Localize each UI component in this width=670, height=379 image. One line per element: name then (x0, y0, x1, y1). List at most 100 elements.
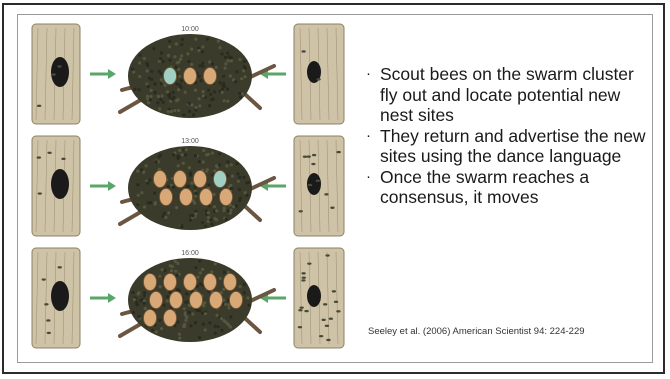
swarm-bee-dot (149, 95, 152, 98)
waggle-dancer-icon (204, 274, 217, 291)
swarm-bee-dot (132, 291, 135, 294)
swarm-bee-dot (132, 311, 135, 314)
scout-bee-icon (303, 156, 307, 158)
swarm-bee-dot (219, 46, 222, 49)
waggle-dancer-icon (204, 68, 217, 85)
swarm-bee-dot (223, 271, 226, 274)
swarm-bee-dot (150, 70, 153, 73)
swarm-bee-dot (146, 69, 149, 72)
swarm-bee-dot (194, 89, 197, 92)
swarm-bee-dot (151, 329, 154, 332)
swarm-bee-dot (153, 91, 156, 94)
swarm-bee-dot (187, 311, 190, 314)
swarm-bee-dot (229, 315, 232, 318)
bullet-text: Scout bees on the swarm cluster fly out … (380, 64, 634, 125)
swarm-bee-dot (174, 260, 177, 263)
waggle-dancer-icon (174, 171, 187, 188)
swarm-bee-dot (194, 195, 197, 198)
swarm-bee-dot (221, 91, 224, 94)
swarm-bee-dot (176, 157, 179, 160)
swarm-bee-dot (225, 164, 228, 167)
swarm-panel: 16:00 (32, 248, 344, 348)
swarm-bee-dot (230, 59, 233, 62)
swarm-bee-dot (176, 274, 179, 277)
swarm-bee-dot (188, 110, 191, 113)
swarm-bee-dot (240, 77, 243, 80)
swarm-bee-dot (225, 218, 228, 221)
swarm-bee-dot (168, 45, 171, 48)
swarm-bee-dot (190, 63, 193, 66)
scout-bee-icon (52, 73, 56, 75)
swarm-bee-dot (188, 102, 191, 105)
swarm-bee-dot (136, 170, 139, 173)
swarm-bee-dot (243, 65, 246, 68)
swarm-bee-dot (155, 330, 158, 333)
swarm-bee-dot (243, 75, 246, 78)
scout-bee-icon (301, 50, 305, 52)
nest-hole (51, 281, 69, 311)
swarm-bee-dot (231, 175, 234, 178)
waggle-dancer-icon (164, 310, 177, 327)
swarm-bee-dot (214, 262, 217, 265)
swarm-bee-dot (172, 96, 175, 99)
scout-bee-icon (304, 310, 308, 312)
swarm-bee-dot (172, 91, 175, 94)
swarm-bee-dot (239, 285, 242, 288)
swarm-bee-dot (235, 70, 238, 73)
swarm-bee-dot (223, 85, 226, 88)
swarm-bee-dot (167, 110, 170, 113)
swarm-bee-dot (160, 327, 163, 330)
swarm-bee-dot (190, 182, 193, 185)
swarm-bee-dot (182, 113, 185, 116)
swarm-bee-dot (201, 50, 204, 53)
waggle-dancer-icon (164, 274, 177, 291)
swarm-bee-dot (229, 184, 232, 187)
swarm-bee-dot (203, 301, 206, 304)
scout-bee-icon (326, 339, 330, 341)
swarm-bee-dot (180, 43, 183, 46)
swarm-bee-dot (153, 82, 156, 85)
swarm-bee-dot (148, 179, 151, 182)
scout-bee-icon (46, 319, 50, 321)
swarm-bee-dot (227, 59, 230, 62)
scout-bee-icon (321, 319, 325, 321)
swarm-bee-dot (169, 264, 172, 267)
swarm-bee-dot (159, 72, 162, 75)
swarm-bee-dot (166, 299, 169, 302)
nest-hole (51, 57, 69, 87)
swarm-bee-dot (169, 59, 172, 62)
swarm-bee-dot (177, 88, 180, 91)
scout-bee-icon (302, 277, 306, 279)
swarm-bee-dot (137, 194, 140, 197)
swarm-bee-dot (234, 80, 237, 83)
swarm-bee-dot (226, 160, 229, 163)
swarm-bee-dot (207, 89, 210, 92)
swarm-bee-dot (177, 164, 180, 167)
scout-bee-icon (47, 332, 51, 334)
swarm-bee-dot (219, 277, 222, 280)
swarm-bee-dot (222, 82, 225, 85)
swarm-bee-dot (136, 183, 139, 186)
swarm-bee-dot (222, 75, 225, 78)
swarm-bee-dot (131, 68, 134, 71)
swarm-bee-dot (176, 61, 179, 64)
scout-bee-icon (308, 184, 312, 186)
swarm-bee-dot (184, 153, 187, 156)
swarm-bee-dot (202, 160, 205, 163)
citation: Seeley et al. (2006) American Scientist … (368, 326, 585, 337)
swarm-bee-dot (227, 209, 230, 212)
swarm-bee-dot (170, 269, 173, 272)
swarm-bee-dot (144, 307, 147, 310)
swarm-bee-dot (157, 95, 160, 98)
swarm-bee-dot (183, 325, 186, 328)
swarm-bee-dot (220, 329, 223, 332)
swarm-bee-dot (138, 61, 141, 64)
swarm-bee-dot (173, 109, 176, 112)
swarm-bee-dot (177, 68, 180, 71)
swarm-bee-dot (143, 57, 146, 60)
swarm-bee-dot (246, 296, 249, 299)
swarm-bee-dot (202, 304, 205, 307)
swarm-bee-dot (209, 93, 212, 96)
waggle-dancer-icon (154, 171, 167, 188)
waggle-dancer-icon (144, 274, 157, 291)
